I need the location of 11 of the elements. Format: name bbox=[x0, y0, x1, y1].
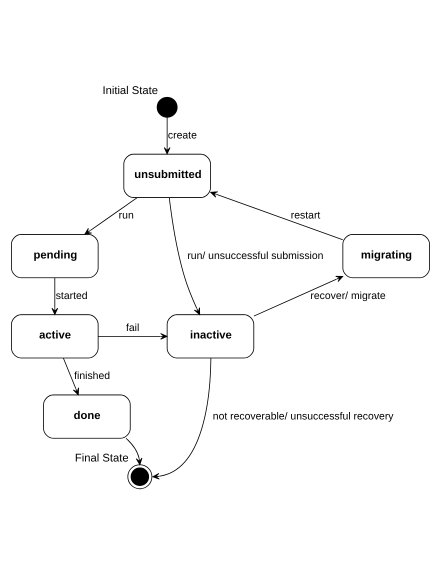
edge-label: recover/ migrate bbox=[310, 290, 386, 302]
edge-label: not recoverable/ unsuccessful recovery bbox=[212, 410, 394, 422]
edge-label: run bbox=[118, 210, 134, 222]
node-label: Final State bbox=[74, 452, 129, 464]
edge-label: finished bbox=[74, 370, 110, 382]
edge-label: started bbox=[56, 290, 88, 302]
edge-label: restart bbox=[290, 210, 320, 222]
node-label: Initial State bbox=[102, 84, 158, 97]
edge-label: create bbox=[168, 130, 197, 141]
edge-label: run/ unsuccessful submission bbox=[187, 250, 324, 262]
edge-label: fail bbox=[126, 322, 140, 334]
